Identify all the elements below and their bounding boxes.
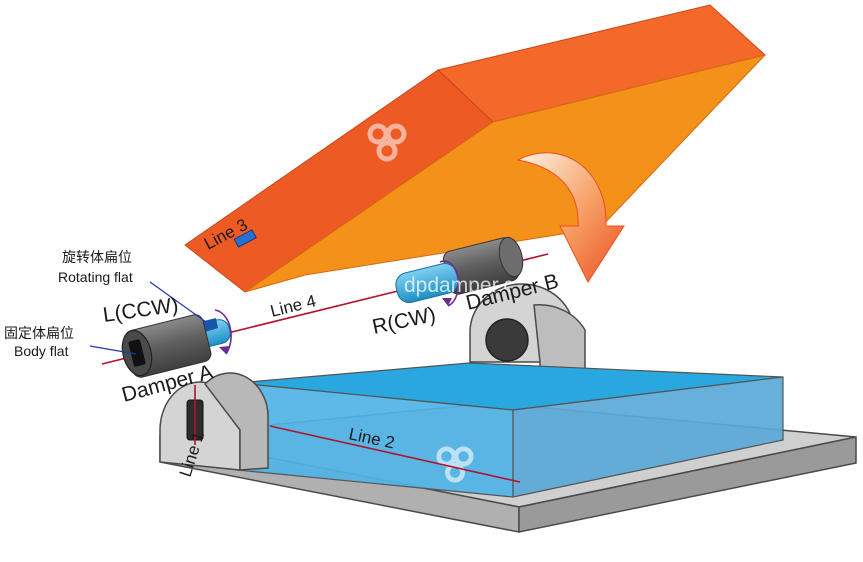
line-3-marker bbox=[233, 229, 257, 248]
rotation-arrow-icon bbox=[439, 260, 460, 307]
rotating-flat-label-cn: 旋转体扁位 bbox=[62, 250, 132, 266]
rotating-flat-label-en: Rotating flat bbox=[58, 269, 133, 285]
body-flat-label-en: Body flat bbox=[14, 343, 69, 359]
rotation-arrow-head bbox=[442, 298, 452, 306]
damper-b-end-cap bbox=[498, 236, 524, 278]
rotation-arrow-head bbox=[219, 346, 230, 354]
body-flat-leader bbox=[89, 345, 137, 355]
damper-a-body-flat bbox=[128, 339, 146, 367]
damper-b-socket bbox=[485, 318, 529, 362]
blue-box bbox=[236, 362, 784, 498]
watermark-text: dpdamper.c bbox=[404, 274, 514, 297]
damper-b bbox=[395, 236, 524, 307]
line-2 bbox=[269, 425, 521, 483]
right-direction-label: R(CW) bbox=[370, 303, 438, 339]
rotating-flat-leader bbox=[149, 281, 207, 323]
base-plate-side bbox=[518, 436, 857, 533]
blue-box-side bbox=[512, 376, 784, 498]
damper-a bbox=[121, 309, 232, 378]
curved-close-arrow-icon bbox=[516, 152, 625, 284]
rotation-arrow-icon bbox=[214, 309, 232, 355]
body-flat-label-cn: 固定体扁位 bbox=[4, 326, 74, 342]
